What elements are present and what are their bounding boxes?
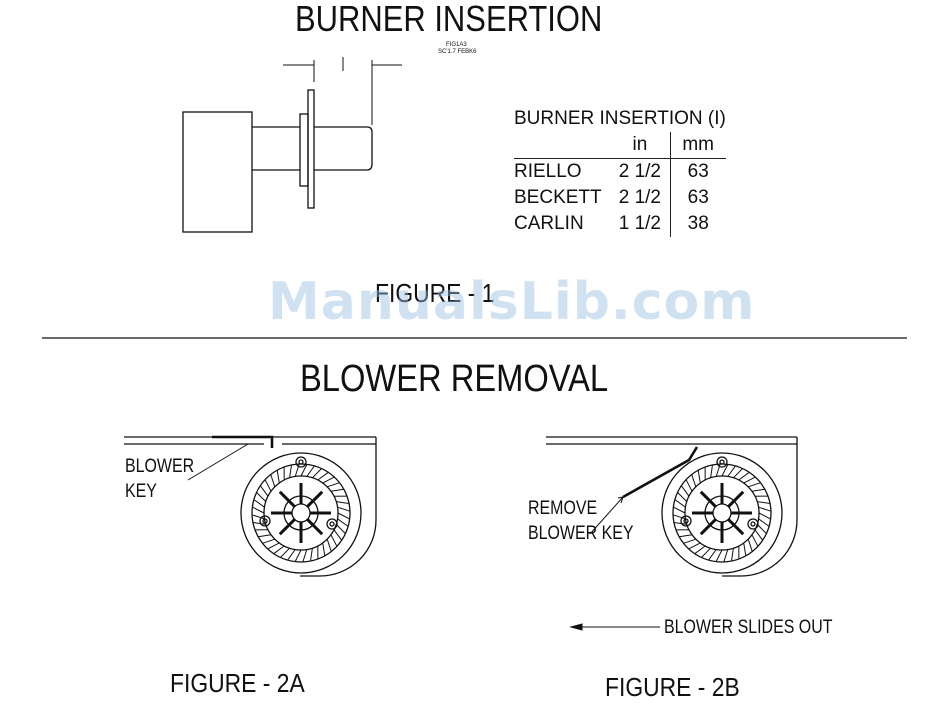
header-in: in bbox=[610, 132, 670, 159]
table-row: RIELLO 2 1/2 63 bbox=[514, 159, 726, 186]
mounting-plate bbox=[308, 90, 314, 208]
watermark: ManualsLib.com bbox=[268, 272, 755, 332]
remove-key-label-line1: REMOVE bbox=[528, 498, 597, 520]
header-blank bbox=[514, 132, 610, 159]
burner-tube bbox=[314, 127, 372, 170]
header-mm: mm bbox=[670, 132, 726, 159]
insertion-mm: 63 bbox=[670, 185, 726, 211]
figure-2a-label: FIGURE - 2A bbox=[170, 668, 305, 699]
burner-name: CARLIN bbox=[514, 211, 610, 237]
burner-insertion-table: BURNER INSERTION (I) in mm RIELLO 2 1/2 … bbox=[514, 106, 726, 237]
blower-key-2a bbox=[212, 437, 272, 448]
insertion-dimension bbox=[283, 57, 402, 125]
burner-name: BECKETT bbox=[514, 185, 610, 211]
burner-insertion-title: BURNER INSERTION bbox=[295, 0, 602, 40]
insertion-in: 1 1/2 bbox=[610, 211, 670, 237]
table-row: BECKETT 2 1/2 63 bbox=[514, 185, 726, 211]
burner-housing bbox=[183, 112, 252, 232]
drawing-note-line1: FIG1A3 bbox=[446, 42, 467, 49]
table-caption: BURNER INSERTION (I) bbox=[514, 106, 726, 132]
remove-key-label-line2: BLOWER KEY bbox=[528, 523, 634, 545]
burner-name: RIELLO bbox=[514, 159, 610, 186]
drawing-note-line2: SC'1.7 FEBK6 bbox=[438, 49, 477, 56]
blower-key-label-line2: KEY bbox=[125, 481, 157, 503]
insertion-mm: 63 bbox=[670, 159, 726, 186]
slide-out-arrow bbox=[571, 624, 660, 630]
figure-2b-label: FIGURE - 2B bbox=[605, 672, 740, 703]
table-row: CARLIN 1 1/2 38 bbox=[514, 211, 726, 237]
mounting-flange bbox=[300, 114, 308, 186]
blower-key-2b bbox=[623, 447, 697, 497]
burner-side-view bbox=[183, 90, 372, 232]
blower-key-leader-2a bbox=[188, 444, 248, 480]
blower-key-label-line1: BLOWER bbox=[125, 456, 194, 478]
insertion-mm: 38 bbox=[670, 211, 726, 237]
insertion-in: 2 1/2 bbox=[610, 185, 670, 211]
insertion-in: 2 1/2 bbox=[610, 159, 670, 186]
blower-slides-out-label: BLOWER SLIDES OUT bbox=[664, 617, 833, 639]
blower-removal-title: BLOWER REMOVAL bbox=[300, 358, 608, 401]
